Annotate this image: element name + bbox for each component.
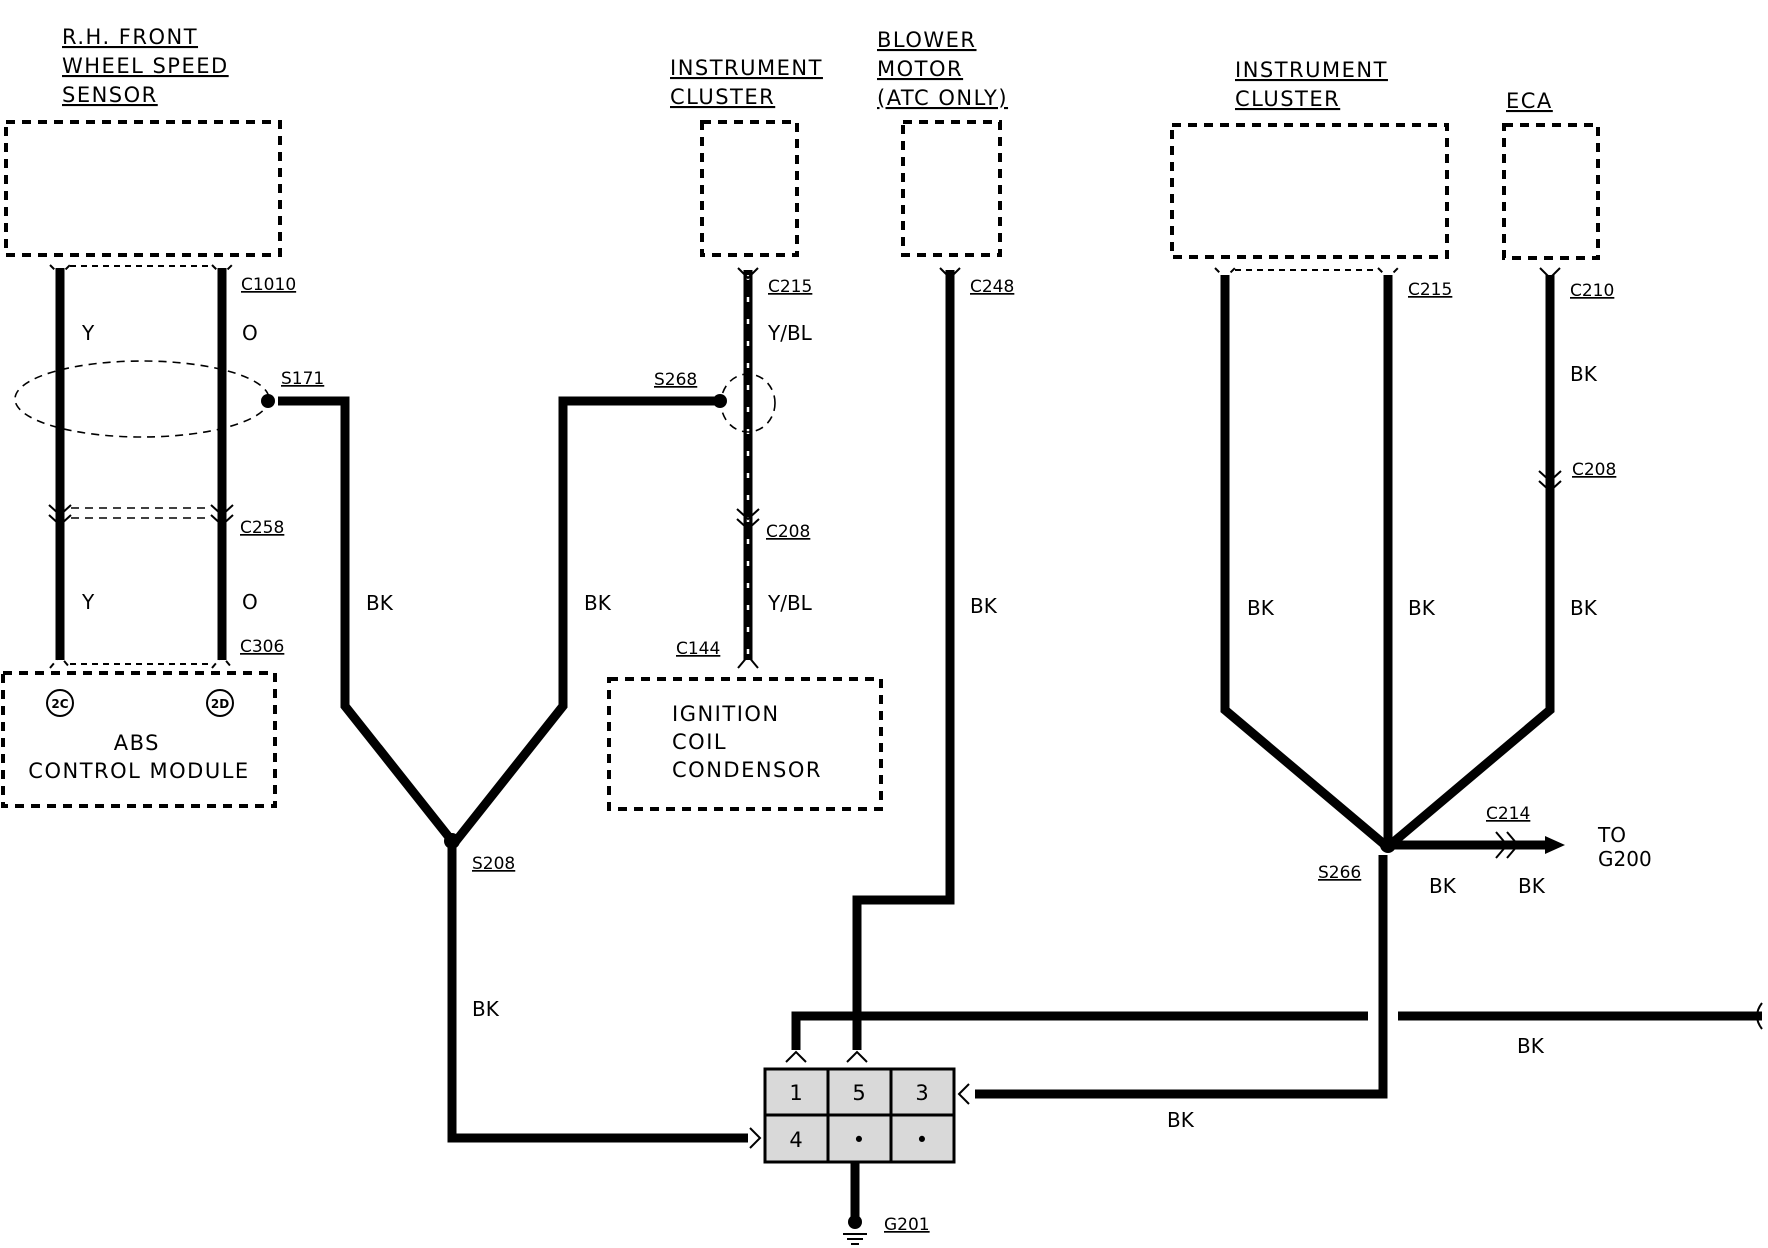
s266-out-a-wire-label: BK xyxy=(1429,874,1457,898)
instrument-cluster-right-box xyxy=(1170,123,1449,259)
c208-left-connector-mark xyxy=(736,508,760,531)
c215-left-connector-mark xyxy=(737,267,759,280)
s268-label: S268 xyxy=(654,370,697,390)
cluster-lower-wire-label: Y/BL xyxy=(767,591,813,615)
g201-label: G201 xyxy=(884,1215,930,1235)
c258-label: C258 xyxy=(240,518,284,538)
c306-connector-mark xyxy=(49,654,233,669)
c258-shield-lines xyxy=(71,507,211,519)
c214-label: C214 xyxy=(1486,804,1530,824)
abs-pin-2d-marker xyxy=(206,689,234,717)
rh-front-wheel-speed-sensor-box xyxy=(4,120,282,257)
c1010-connector-mark xyxy=(49,264,233,277)
s266-label: S266 xyxy=(1318,863,1361,883)
block-s266-wire-label: BK xyxy=(1167,1108,1195,1132)
ground-terminal-3: 3 xyxy=(915,1081,928,1105)
s171-shield-ellipse xyxy=(14,360,270,438)
ground-symbol-icon xyxy=(843,1233,867,1245)
abs-control-module-box xyxy=(1,671,277,808)
s208-block-wire-label: BK xyxy=(472,997,500,1021)
c258-connector-mark xyxy=(48,504,234,527)
c215-right-connector-mark xyxy=(1214,267,1399,280)
abs-control-module-label: ABS CONTROL MODULE xyxy=(28,731,249,783)
c215-right-label: C215 xyxy=(1408,280,1452,300)
ignition-coil-condensor-label: IGNITION COIL CONDENSOR xyxy=(672,702,822,782)
c208-right-label: C208 xyxy=(1572,460,1616,480)
ground-terminal-5: 5 xyxy=(852,1081,865,1105)
sensor-y-upper-label: Y xyxy=(81,321,95,345)
s171-to-s208-wire xyxy=(278,396,456,844)
terminal-3-entry-mark xyxy=(957,1083,970,1105)
ground-terminal-blank-b: • xyxy=(916,1128,928,1152)
abs-pin-2c-marker xyxy=(46,689,74,717)
sensor-o-lower-label: O xyxy=(242,590,258,614)
cluster-right-wire-a xyxy=(1220,275,1388,849)
blower-wire-label: BK xyxy=(970,594,998,618)
instrument-cluster-left-label: INSTRUMENT CLUSTER xyxy=(670,56,831,109)
instrument-cluster-left-box xyxy=(700,120,799,257)
terminal-5-entry-mark xyxy=(846,1050,868,1063)
terminal-1-entry-mark xyxy=(785,1050,807,1063)
s266-out-b-wire-label: BK xyxy=(1518,874,1546,898)
instrument-cluster-right-label: INSTRUMENT CLUSTER xyxy=(1235,58,1396,111)
s268-to-s208-wire xyxy=(452,396,718,844)
c215-left-label: C215 xyxy=(768,277,812,297)
blower-motor-wire xyxy=(852,270,955,1050)
cluster-right-b-wire-label: BK xyxy=(1408,596,1436,620)
c1010-label: C1010 xyxy=(241,275,296,295)
c210-label: C210 xyxy=(1570,281,1614,301)
s268-s208-wire-label: BK xyxy=(584,591,612,615)
ground-terminal-4: 4 xyxy=(789,1128,802,1152)
to-g200-arrowhead xyxy=(1545,836,1565,854)
c210-connector-mark xyxy=(1539,267,1561,280)
c306-label: C306 xyxy=(240,637,284,657)
blower-motor-label: BLOWER MOTOR (ATC ONLY) xyxy=(877,28,1008,110)
s171-label: S171 xyxy=(281,369,324,389)
cluster-right-a-wire-label: BK xyxy=(1247,596,1275,620)
g201-ground-dot xyxy=(848,1215,862,1229)
to-g200-label: TO G200 xyxy=(1597,823,1652,871)
abs-pin-2c-label: 2C xyxy=(51,697,68,711)
bus-right-wire-label: BK xyxy=(1517,1034,1545,1058)
ground-terminal-blank-a: • xyxy=(853,1128,865,1152)
c214-connector-mark xyxy=(1495,831,1520,859)
c144-label: C144 xyxy=(676,639,720,659)
c248-connector-mark xyxy=(939,267,961,280)
s266-to-block-wire xyxy=(975,855,1388,1099)
eca-upper-wire-label: BK xyxy=(1570,362,1598,386)
eca-label: ECA xyxy=(1506,89,1553,113)
blower-motor-box xyxy=(901,120,1002,257)
ignition-coil-condensor-box xyxy=(607,677,883,811)
eca-box xyxy=(1502,123,1600,260)
s171-splice-dot xyxy=(261,394,275,408)
eca-wire xyxy=(1387,275,1555,849)
terminal-4-entry-mark xyxy=(749,1127,762,1149)
c208-right-connector-mark xyxy=(1538,470,1562,493)
c248-label: C248 xyxy=(970,277,1014,297)
s268-splice-dot xyxy=(713,394,727,408)
c144-connector-mark xyxy=(737,654,759,669)
sensor-y-lower-label: Y xyxy=(81,590,95,614)
eca-lower-wire-label: BK xyxy=(1570,596,1598,620)
terminal-1-bus-wire xyxy=(791,1011,1368,1050)
cluster-upper-wire-label: Y/BL xyxy=(767,321,813,345)
abs-pin-2d-label: 2D xyxy=(211,697,229,711)
s208-label: S208 xyxy=(472,854,515,874)
sensor-o-upper-label: O xyxy=(242,321,258,345)
s208-to-ground-block-wire xyxy=(447,841,748,1143)
ground-terminal-1: 1 xyxy=(789,1081,802,1105)
sensor-label: R.H. FRONT WHEEL SPEED SENSOR xyxy=(62,25,237,107)
c208-left-label: C208 xyxy=(766,522,810,542)
s171-s208-wire-label: BK xyxy=(366,591,394,615)
s208-splice-dot xyxy=(444,833,460,849)
bus-continuation-mark xyxy=(1756,1002,1763,1030)
